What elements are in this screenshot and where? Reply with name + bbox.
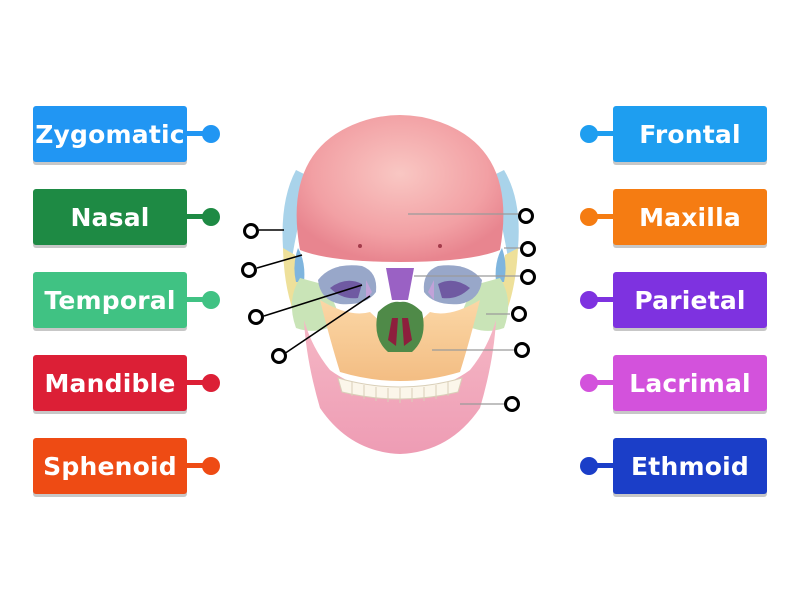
label-text: Parietal (634, 285, 746, 315)
connector-stem (591, 380, 613, 385)
pin-icon[interactable] (202, 291, 220, 309)
connector-stem (187, 131, 209, 136)
pin-icon[interactable] (580, 208, 598, 226)
label-text: Ethmoid (631, 451, 749, 481)
nasal-region (386, 268, 414, 300)
connector-stem (591, 214, 613, 219)
connector-stem (187, 297, 209, 302)
label-lacrimal[interactable]: Lacrimal (580, 355, 767, 411)
drop-target-5[interactable] (518, 208, 534, 224)
label-text: Temporal (44, 285, 176, 315)
label-parietal[interactable]: Parietal (580, 272, 767, 328)
drop-target-6[interactable] (520, 241, 536, 257)
pin-icon[interactable] (580, 125, 598, 143)
label-zygomatic[interactable]: Zygomatic (33, 106, 220, 162)
frontal-region (296, 115, 504, 262)
label-ethmoid[interactable]: Ethmoid (580, 438, 767, 494)
drop-target-10[interactable] (504, 396, 520, 412)
connector-stem (187, 380, 209, 385)
connector-stem (591, 131, 613, 136)
drop-target-9[interactable] (514, 342, 530, 358)
label-frontal[interactable]: Frontal (580, 106, 767, 162)
pin-icon[interactable] (580, 457, 598, 475)
label-sphenoid[interactable]: Sphenoid (33, 438, 220, 494)
label-maxilla[interactable]: Maxilla (580, 189, 767, 245)
label-temporal[interactable]: Temporal (33, 272, 220, 328)
pin-icon[interactable] (202, 125, 220, 143)
drop-target-1[interactable] (243, 223, 259, 239)
label-text: Lacrimal (629, 368, 751, 398)
drop-target-2[interactable] (241, 262, 257, 278)
drop-target-4[interactable] (271, 348, 287, 364)
label-text: Sphenoid (43, 451, 177, 481)
connector-stem (591, 463, 613, 468)
label-text: Nasal (70, 202, 150, 232)
label-mandible[interactable]: Mandible (33, 355, 220, 411)
pin-icon[interactable] (580, 374, 598, 392)
connector-stem (187, 214, 209, 219)
pin-icon[interactable] (202, 457, 220, 475)
mandible-region (304, 320, 496, 454)
pin-icon[interactable] (202, 374, 220, 392)
connector-stem (187, 463, 209, 468)
label-text: Frontal (639, 119, 741, 149)
pin-icon[interactable] (202, 208, 220, 226)
drop-target-3[interactable] (248, 309, 264, 325)
connector-stem (591, 297, 613, 302)
label-text: Mandible (44, 368, 176, 398)
label-text: Maxilla (639, 202, 741, 232)
pin-icon[interactable] (580, 291, 598, 309)
label-nasal[interactable]: Nasal (33, 189, 220, 245)
drop-target-8[interactable] (511, 306, 527, 322)
label-text: Zygomatic (35, 119, 185, 149)
drop-target-7[interactable] (520, 269, 536, 285)
